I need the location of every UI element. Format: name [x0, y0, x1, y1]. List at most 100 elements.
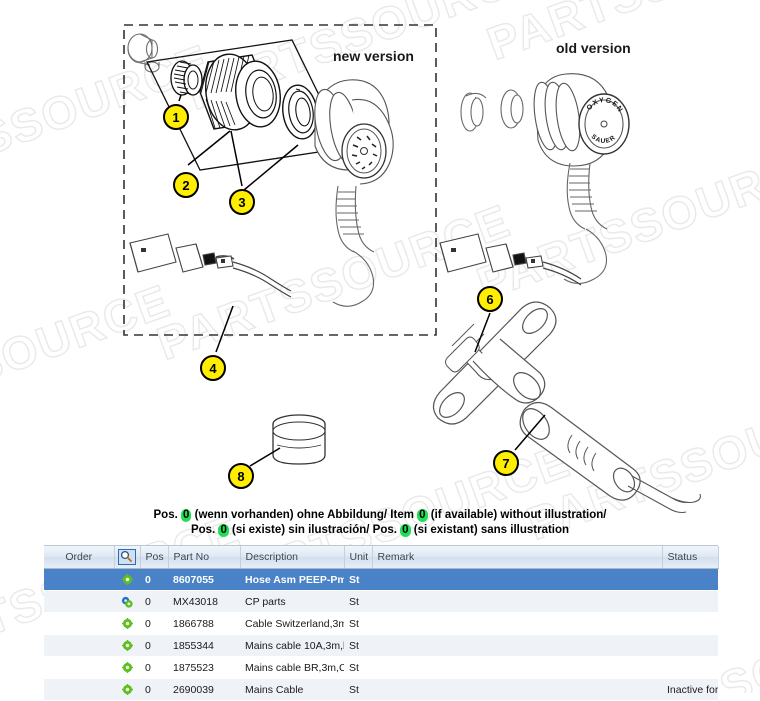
note-pos-2: Pos. [190, 524, 216, 536]
t-piece-part [432, 301, 557, 425]
callout-1-label: 1 [172, 110, 179, 125]
callout-3-label: 3 [238, 195, 245, 210]
oxygen-connector-face: OXYGEN SAUER [578, 93, 630, 155]
cell-description: Mains Cable [240, 678, 344, 701]
cell-remark [372, 656, 662, 679]
illustration-note-line-2: Pos. 0 (si existe) sin ilustración/ Pos.… [0, 523, 760, 538]
cell-status [662, 568, 718, 591]
callout-1: 1 [163, 104, 189, 130]
header-row: Order Pos Part No Description Unit Remar… [44, 546, 719, 569]
cell-status: Inactive for sa [662, 678, 718, 701]
note-fr: (si existant) sans illustration [413, 524, 570, 536]
callout-2-label: 2 [182, 178, 189, 193]
cell-remark [372, 590, 662, 613]
svg-text:SAUER: SAUER [590, 133, 618, 145]
cell-description: Mains cable BR,3m,C13 [240, 656, 344, 679]
note-zero-4: 0 [400, 524, 411, 537]
cell-pos: 0 [140, 568, 168, 591]
gear-icon-green[interactable] [114, 612, 140, 635]
old-version-rings [460, 89, 524, 132]
column-header-remark[interactable]: Remark [372, 546, 663, 569]
sensor-plug-new [129, 233, 292, 298]
cell-pos: 0 [140, 612, 168, 635]
parts-table-header: Order Pos Part No Description Unit Remar… [44, 546, 719, 569]
callout-6-label: 6 [486, 292, 493, 307]
cell-remark [372, 678, 662, 701]
callout-2: 2 [173, 172, 199, 198]
cell-description: Mains cable 10A,3m,bla [240, 634, 344, 657]
cell-part-no: 1855344 [168, 634, 240, 657]
parts-table-container: Order Pos Part No Description Unit Remar… [44, 545, 719, 701]
cell-remark [372, 568, 662, 591]
parts-table: Order Pos Part No Description Unit Remar… [44, 546, 719, 701]
cell-unit: St [344, 612, 372, 635]
old-version-label: old version [556, 40, 631, 56]
cell-unit: St [344, 634, 372, 657]
gear-icon-green[interactable] [114, 678, 140, 701]
note-zero-2: 0 [417, 509, 428, 522]
cell-description: Hose Asm PEEP-Pmax- [240, 568, 344, 591]
grommet-part [127, 33, 160, 73]
parts-diagram: new version old version [123, 24, 701, 514]
gear-icon-green[interactable] [114, 656, 140, 679]
cell-remark [372, 634, 662, 657]
illustration-note-line-1: Pos. 0 (wenn vorhanden) ohne Abbildung/ … [0, 508, 760, 523]
cell-status [662, 612, 718, 635]
cell-pos: 0 [140, 590, 168, 613]
cell-part-no: 1866788 [168, 612, 240, 635]
note-zero-1: 0 [181, 509, 192, 522]
cup-sleeve-part [272, 414, 326, 465]
gear-icon-green[interactable] [114, 634, 140, 657]
gear-icon-blue-green[interactable] [114, 590, 140, 613]
knurled-nut-part [199, 53, 281, 131]
cell-description: Cable Switzerland,3m,C [240, 612, 344, 635]
column-header-part-no[interactable]: Part No [168, 546, 241, 569]
cell-pos: 0 [140, 678, 168, 701]
gear-icon-green[interactable] [114, 568, 140, 591]
callout-7-label: 7 [502, 456, 509, 471]
search-icon[interactable] [118, 549, 136, 565]
cell-order [44, 634, 114, 657]
column-header-unit[interactable]: Unit [344, 546, 373, 569]
column-header-status[interactable]: Status [662, 546, 719, 569]
corrugated-hose-old [563, 162, 608, 285]
callout-leader-lines [178, 94, 546, 467]
cell-unit: St [344, 568, 372, 591]
column-header-pos[interactable]: Pos [140, 546, 169, 569]
cell-unit: St [344, 656, 372, 679]
threaded-ring-part [170, 60, 203, 96]
cell-description: CP parts [240, 590, 344, 613]
cell-remark [372, 612, 662, 635]
column-header-icon[interactable] [114, 546, 141, 569]
cell-order [44, 678, 114, 701]
note-zero-3: 0 [218, 524, 229, 537]
cell-unit: St [344, 590, 372, 613]
cell-pos: 0 [140, 634, 168, 657]
cell-status [662, 656, 718, 679]
cell-part-no: 1875523 [168, 656, 240, 679]
cone-connector-part [519, 401, 701, 514]
note-en: (if available) without illustration/ [430, 509, 607, 521]
callout-7: 7 [493, 450, 519, 476]
cell-part-no: MX43018 [168, 590, 240, 613]
callout-6: 6 [477, 286, 503, 312]
corrugated-hose-new [332, 185, 375, 307]
callout-8-label: 8 [237, 469, 244, 484]
column-header-order[interactable]: Order [44, 546, 115, 569]
column-header-description[interactable]: Description [240, 546, 345, 569]
cell-unit: St [344, 678, 372, 701]
cell-status [662, 590, 718, 613]
cell-order [44, 612, 114, 635]
note-es: (si existe) sin ilustración/ Pos. [232, 524, 397, 536]
callout-4: 4 [200, 355, 226, 381]
cell-order [44, 590, 114, 613]
cell-part-no: 8607055 [168, 568, 240, 591]
callout-4-label: 4 [209, 361, 217, 376]
